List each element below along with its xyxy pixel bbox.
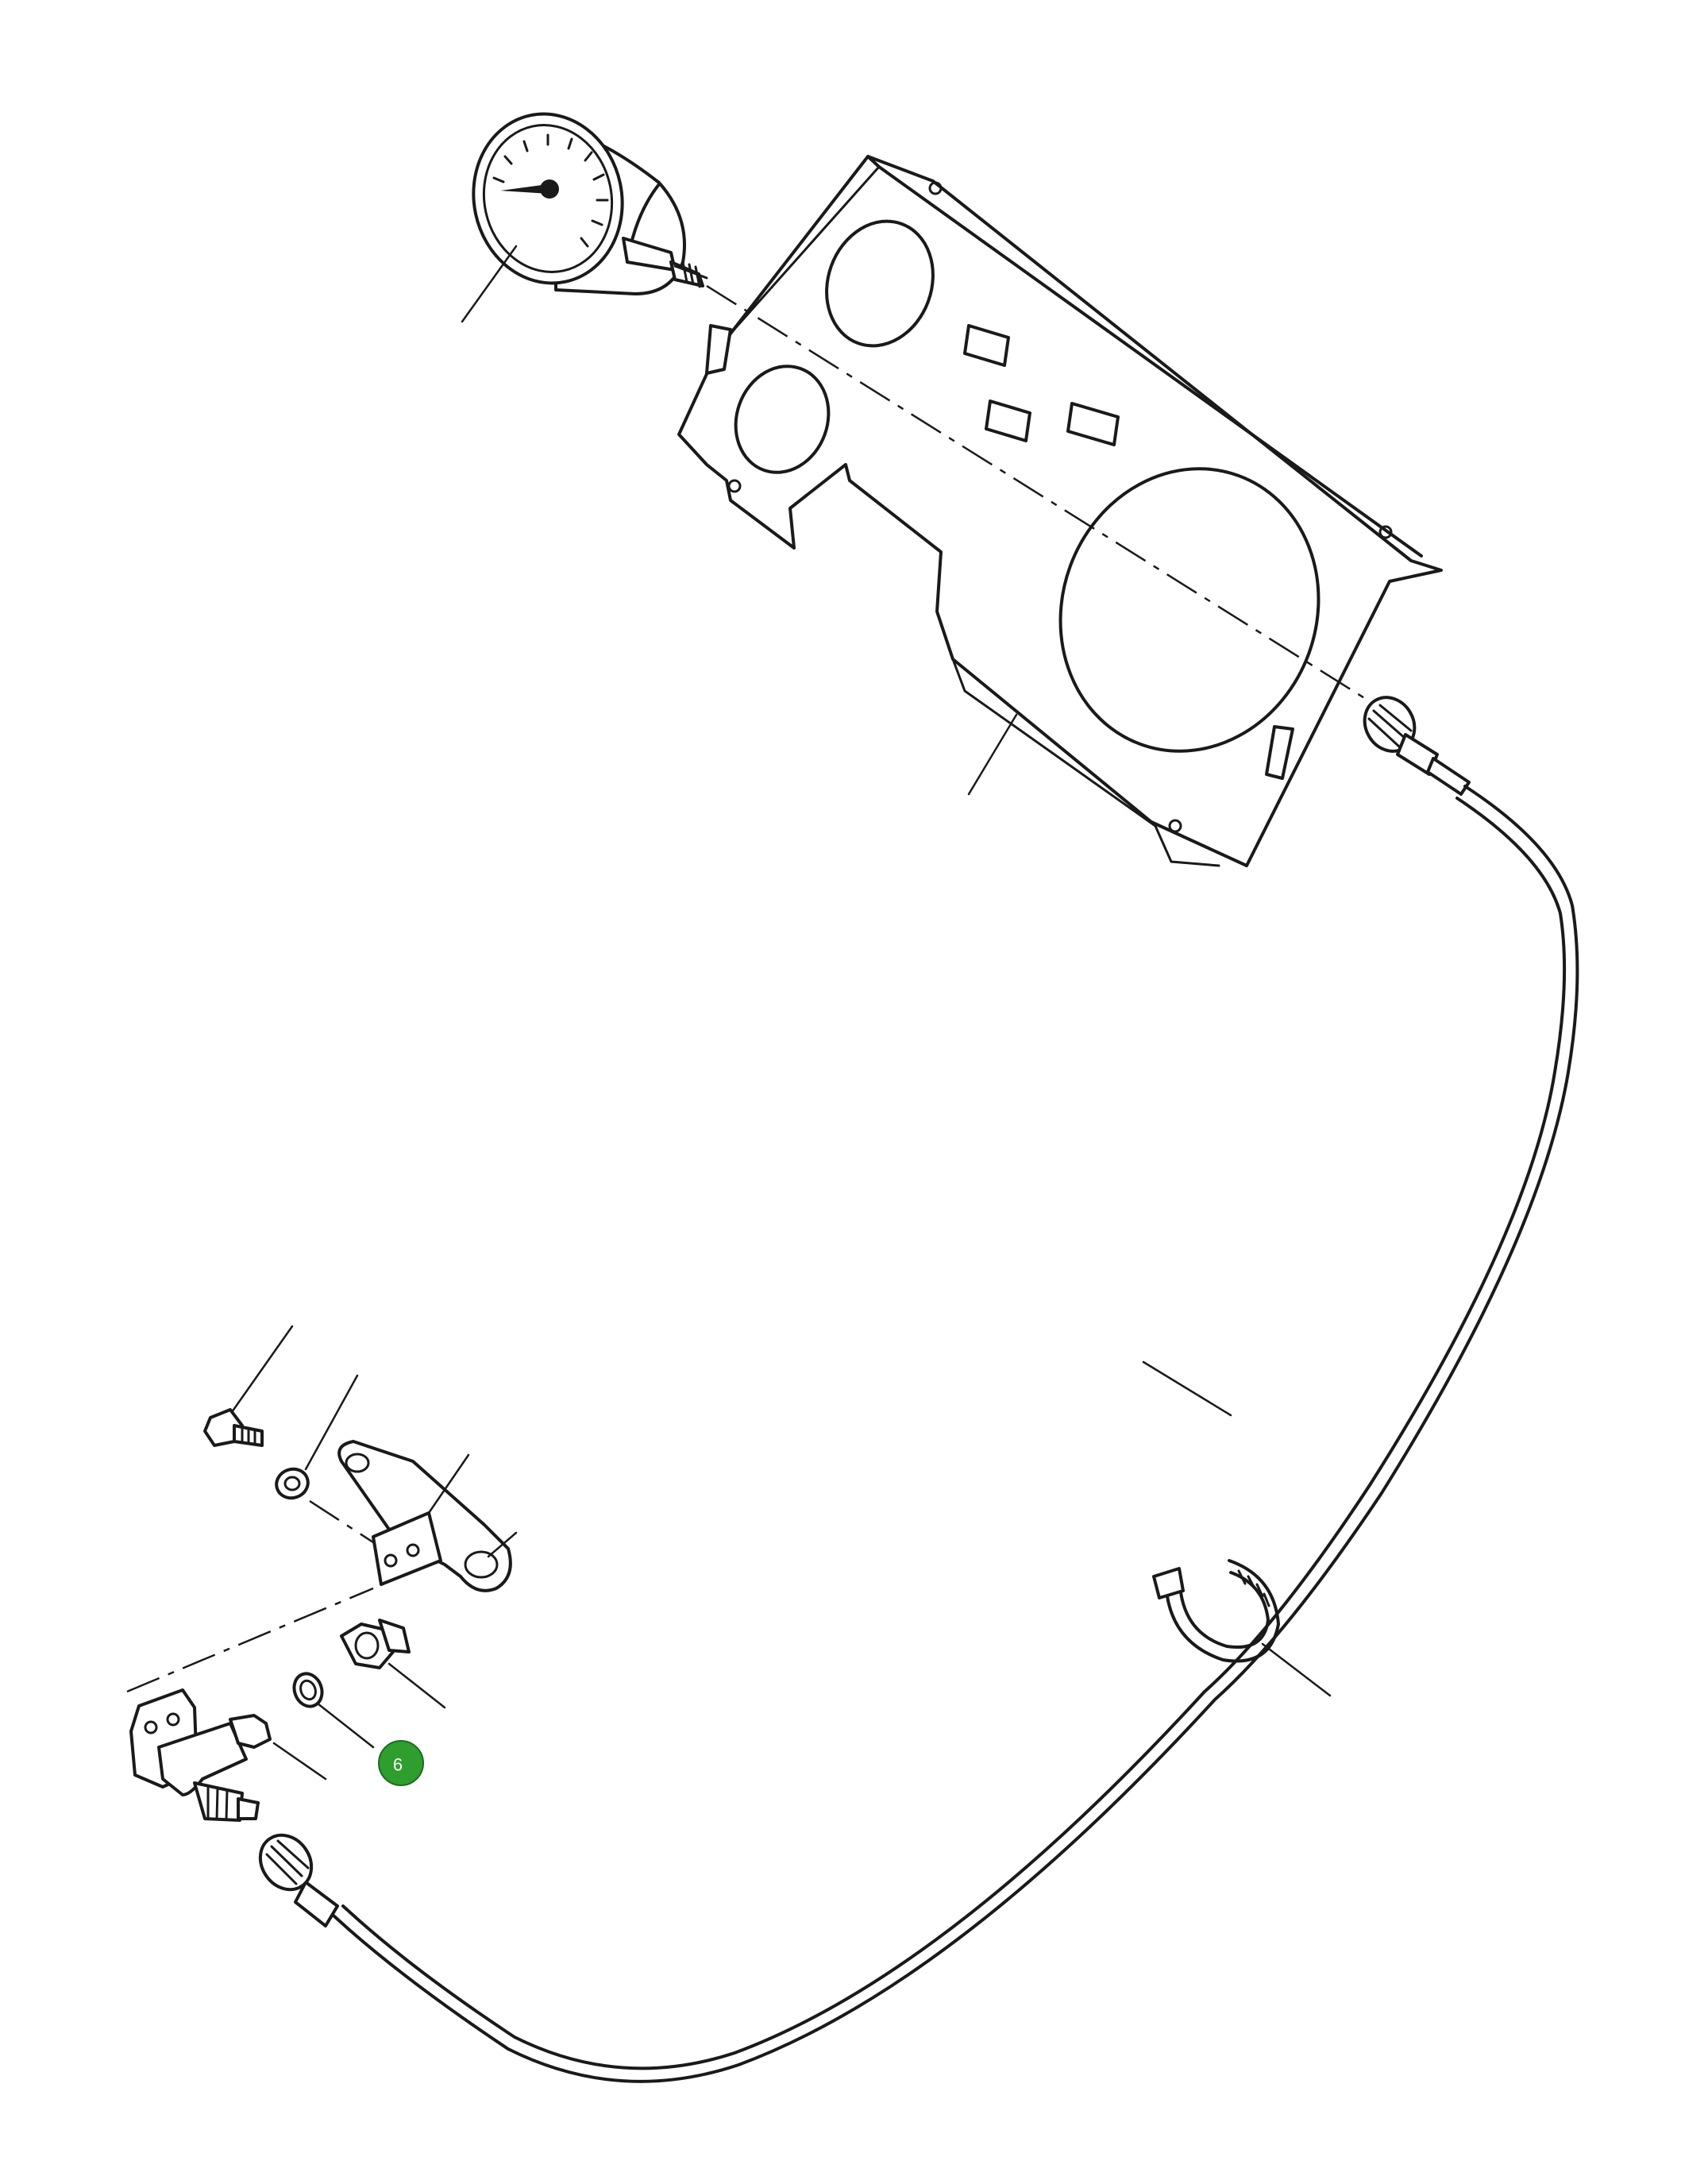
gauge-dial-ticks: [492, 133, 609, 248]
adaptor-nut: [340, 1619, 411, 1669]
leader-line-bolt: [230, 1325, 294, 1414]
o-ring-seal: [292, 1672, 324, 1708]
panel-tab-left: [705, 324, 732, 375]
washer: [275, 1467, 310, 1500]
switch-slot-2: [985, 399, 1031, 442]
switch-slot-1: [963, 324, 1010, 367]
bolt: [203, 1408, 264, 1447]
tachometer-gauge: [472, 112, 708, 295]
cable-clamp: [1152, 1559, 1280, 1663]
leader-line-washer: [304, 1374, 359, 1471]
leader-line-adaptor: [387, 1662, 446, 1709]
center-line-upper: [706, 284, 1367, 700]
leader-line-gauge: [461, 245, 518, 323]
center-line-lower: [126, 1587, 374, 1693]
leader-line-drive: [272, 1742, 327, 1781]
leader-line-bracket-b: [487, 1531, 518, 1558]
callout-marker-6[interactable]: 6: [378, 1740, 424, 1786]
panel-tab-right: [1265, 725, 1294, 780]
leader-line-panel: [967, 713, 1018, 796]
leader-line-bracket: [427, 1453, 470, 1515]
gauge-hole-large: [1058, 467, 1321, 753]
mounting-bracket: [337, 1440, 512, 1592]
switch-slot-3: [1066, 402, 1120, 446]
gauge-hole-small-lower: [734, 365, 831, 474]
leader-line-cable: [1142, 1360, 1232, 1417]
leader-line-clamp: [1261, 1642, 1332, 1697]
leader-line-o-ring: [316, 1702, 375, 1749]
gauge-needle: [500, 184, 549, 194]
drive-cable: [258, 696, 1579, 2083]
gauge-hole-small-upper: [825, 219, 935, 348]
instrument-mounting-panel: [677, 155, 1443, 867]
right-angle-drive: [129, 1688, 272, 1822]
